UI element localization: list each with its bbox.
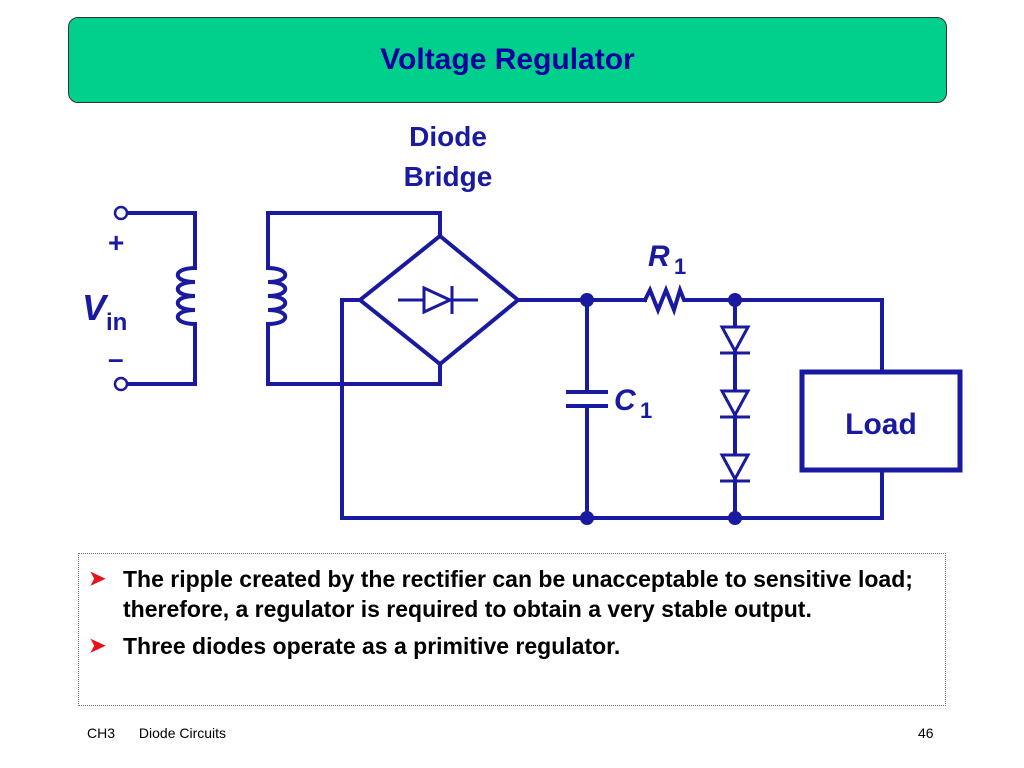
bullet-item: ➤ Three diodes operate as a primitive re… <box>89 631 931 661</box>
footer-topic: Diode Circuits <box>138 725 227 741</box>
junction-diodes-bottom <box>728 511 742 525</box>
bullet-text: The ripple created by the rectifier can … <box>123 566 913 622</box>
plus-sign: + <box>108 227 124 258</box>
secondary-bottom-wire <box>266 328 442 386</box>
bridge-diode-symbol <box>398 285 478 315</box>
vin-negative-terminal <box>113 376 129 392</box>
load-label: Load <box>845 408 917 441</box>
vin-label-sub: in <box>106 309 127 336</box>
c1-label-main: C <box>614 384 637 417</box>
bridge-label-line1: Diode <box>409 121 487 152</box>
regulator-diode-3 <box>719 453 751 483</box>
junction-capacitor-top <box>580 293 594 307</box>
bullet-list: ➤ The ripple created by the rectifier ca… <box>78 553 946 706</box>
secondary-top-wire <box>266 211 442 270</box>
voltage-regulator-circuit: Diode Bridge R 1 C 1 V in + – Load <box>82 121 963 525</box>
vin-positive-terminal <box>113 205 129 221</box>
primary-top-wire <box>126 211 197 270</box>
slide-title: Voltage Regulator <box>380 43 635 76</box>
ground-rail <box>340 468 884 520</box>
primary-bottom-wire <box>126 328 197 386</box>
regulator-diode-1 <box>719 325 751 355</box>
resistor-r1 <box>642 283 884 374</box>
r1-label-main: R <box>648 240 670 273</box>
diode-bridge <box>356 233 522 367</box>
c1-label-sub: 1 <box>640 398 652 423</box>
secondary-coil <box>265 265 288 332</box>
page-number: 46 <box>918 725 934 741</box>
arrow-bullet-icon: ➤ <box>89 568 106 590</box>
footer-chapter: CH3 <box>87 725 116 741</box>
load-box <box>799 369 963 473</box>
bullet-text: Three diodes operate as a primitive regu… <box>123 633 621 659</box>
bullet-item: ➤ The ripple created by the rectifier ca… <box>89 564 931 624</box>
title-banner: Voltage Regulator <box>68 17 947 103</box>
regulator-diode-2 <box>719 389 751 419</box>
footer: CH3 Diode Circuits <box>87 725 246 741</box>
minus-sign: – <box>108 343 124 374</box>
r1-label-sub: 1 <box>674 254 686 279</box>
arrow-bullet-icon: ➤ <box>89 635 106 657</box>
primary-coil <box>175 265 198 332</box>
bridge-negative-wire <box>340 298 362 520</box>
junction-diodes-top <box>728 293 742 307</box>
vin-label-main: V <box>82 287 109 328</box>
bridge-label-line2: Bridge <box>404 161 493 192</box>
junction-capacitor-bottom <box>580 511 594 525</box>
